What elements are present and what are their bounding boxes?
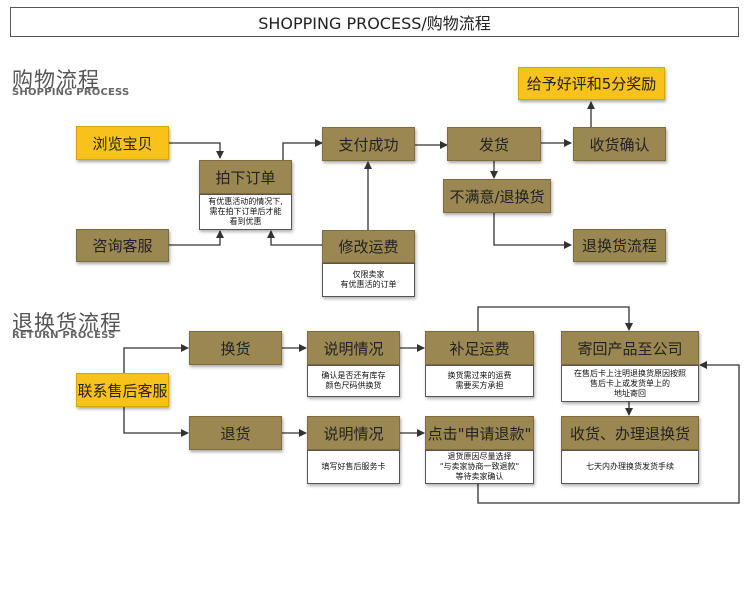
confirm-receipt-step: 收货确认 xyxy=(573,127,666,161)
return-flow-step: 退换货流程 xyxy=(573,229,666,262)
explain-refund-note: 填写好售后服务卡 xyxy=(307,450,400,484)
explain-exchange-note: 确认是否还有库存 颜色尺码供换货 xyxy=(307,365,400,397)
explain-exchange-step: 说明情况 xyxy=(307,331,400,365)
add-shipping-step: 补足运费 xyxy=(425,331,534,365)
good-review-step: 给予好评和5分奖励 xyxy=(518,67,665,100)
apply-refund-step: 点击"申请退款" xyxy=(425,416,534,450)
return-heading-en: RETURN PROCESS xyxy=(12,330,116,341)
receive-process-step: 收货、办理退换货 xyxy=(561,416,699,450)
unsatisfied-step: 不满意/退换货 xyxy=(443,179,551,213)
apply-refund-note: 退货原因尽量选择 "与卖家协商一致退款" 等待卖家确认 xyxy=(425,450,534,484)
consult-step: 咨询客服 xyxy=(76,229,169,262)
exchange-step: 换货 xyxy=(189,331,282,365)
pay-success-step: 支付成功 xyxy=(322,127,415,161)
send-back-step: 寄回产品至公司 xyxy=(561,331,699,365)
arrow-apply-to-sendback xyxy=(477,361,740,504)
arrow-browse-to-order xyxy=(169,142,224,159)
arrow-unsatisfied-to-return xyxy=(493,213,572,249)
add-shipping-note: 换货需过来的运费 需要买方承担 xyxy=(425,365,534,397)
arrow-modify-to-order xyxy=(267,230,322,246)
place-order-note: 有优惠活动的情况下, 需在拍下订单后才能 看到优惠 xyxy=(199,194,292,230)
browse-step: 浏览宝贝 xyxy=(76,126,169,160)
send-back-note: 在售后卡上注明退换货原因按照 售后卡上或发货单上的 地址寄回 xyxy=(561,365,699,402)
modify-fee-note: 仅限卖家 有优惠活的订单 xyxy=(322,263,415,297)
arrow-shipping-to-sendback xyxy=(477,306,633,331)
contact-service-step: 联系售后客服 xyxy=(76,373,169,407)
place-order-step: 拍下订单 xyxy=(199,160,292,194)
page-title: SHOPPING PROCESS/购物流程 xyxy=(10,7,739,37)
arrow-consult-to-order xyxy=(169,230,224,246)
shopping-heading: 购物流程 xyxy=(12,68,100,92)
ship-step: 发货 xyxy=(447,127,541,161)
receive-process-note: 七天内办理换货发货手续 xyxy=(561,450,699,484)
refund-step: 退货 xyxy=(189,416,282,450)
modify-fee-step: 修改运费 xyxy=(322,230,415,263)
return-heading: 退换货流程 xyxy=(12,311,122,335)
explain-refund-step: 说明情况 xyxy=(307,416,400,450)
shopping-heading-en: SHOPPING PROCESS xyxy=(12,87,130,98)
